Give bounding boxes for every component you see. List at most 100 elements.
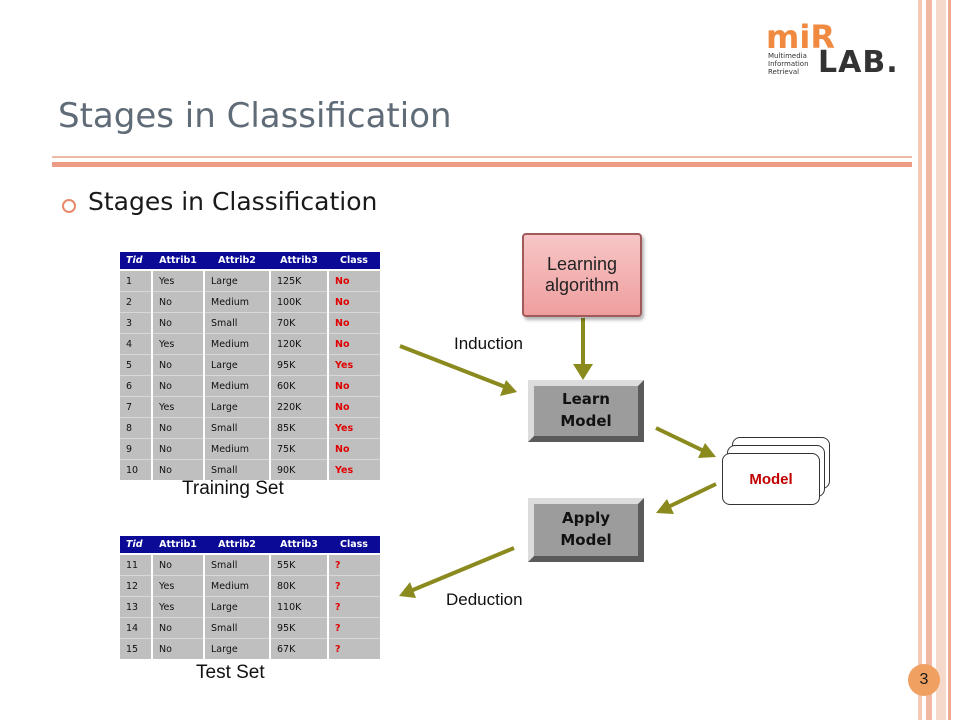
- table-cell: ?: [328, 596, 380, 618]
- side-stripe: [926, 0, 932, 720]
- table-cell: Yes: [335, 464, 354, 476]
- test-set-caption: Test Set: [196, 662, 265, 683]
- column-header-class: Class: [328, 252, 380, 271]
- table-cell: 15: [120, 638, 153, 659]
- arrowhead: [399, 582, 416, 598]
- table-cell: 12: [120, 575, 153, 597]
- table-cell: Large: [204, 638, 271, 659]
- column-header-attrib2: Attrib2: [204, 252, 270, 271]
- learn-model-box: Learn Model: [528, 380, 644, 442]
- table-cell: 220K: [270, 396, 329, 418]
- table-cell: Medium: [204, 438, 271, 460]
- table-cell: No: [152, 354, 205, 376]
- column-header-tid: Tid: [120, 536, 152, 555]
- table-cell: Small: [204, 417, 271, 439]
- table-cell: 60K: [270, 375, 329, 397]
- table-cell: No: [152, 291, 205, 313]
- table-cell: Medium: [204, 575, 271, 597]
- table-cell: Yes: [152, 575, 205, 597]
- table-cell: 120K: [270, 333, 329, 355]
- table-cell: No: [152, 375, 205, 397]
- arrowhead: [573, 364, 593, 380]
- table-cell: No: [328, 333, 380, 355]
- logo-lab: LAB.: [818, 45, 899, 76]
- table-cell: 10: [120, 459, 153, 480]
- apply-model-box: Apply Model: [528, 498, 644, 562]
- table-cell: No: [152, 438, 205, 460]
- table-cell: Yes: [152, 270, 205, 292]
- slide-title: Stages in Classification: [58, 96, 452, 136]
- table-cell: 95K: [270, 617, 329, 639]
- bullet-text: Stages in Classification: [88, 187, 378, 216]
- table-cell: 80K: [270, 575, 329, 597]
- table-cell: Small: [204, 312, 271, 334]
- table-cell: 9: [120, 438, 153, 460]
- table-cell: 75K: [270, 438, 329, 460]
- induction-label: Induction: [454, 334, 523, 353]
- table-cell: 5: [120, 354, 153, 376]
- table-cell: Large: [204, 396, 271, 418]
- arrowhead: [656, 499, 674, 514]
- table-cell: No: [152, 554, 205, 576]
- table-cell: 14: [120, 617, 153, 639]
- table-cell: Large: [204, 354, 271, 376]
- title-divider: [52, 156, 912, 158]
- table-cell: No: [328, 375, 380, 397]
- arrow-training-to-learn: [399, 344, 509, 390]
- table-cell: No: [152, 312, 205, 334]
- learning-algorithm-label: Learning algorithm: [544, 254, 620, 295]
- table-cell: 3: [120, 312, 153, 334]
- arrow-apply-to-test: [407, 546, 515, 594]
- table-cell: ?: [328, 617, 380, 639]
- table-cell: Yes: [152, 396, 205, 418]
- table-cell: Yes: [328, 354, 380, 376]
- table-cell: ?: [335, 643, 341, 655]
- table-cell: No: [328, 438, 380, 460]
- table-cell: 4: [120, 333, 153, 355]
- table-cell: No: [152, 459, 205, 480]
- model-box: Model: [722, 453, 820, 505]
- logo-line-1: Multimedia: [768, 52, 807, 60]
- table-cell: Medium: [204, 291, 271, 313]
- table-cell: No: [328, 312, 380, 334]
- learning-algorithm-box: Learning algorithm: [522, 233, 642, 317]
- table-cell: 85K: [270, 417, 329, 439]
- table-cell: Yes: [152, 333, 205, 355]
- logo-line-2: Information: [768, 60, 809, 68]
- bullet-icon: [62, 199, 76, 213]
- logo-line-3: Retrieval: [768, 68, 799, 76]
- side-stripe: [936, 0, 946, 720]
- logo-mark: miR: [766, 18, 835, 56]
- column-header-class: Class: [328, 536, 380, 555]
- table-cell: 90K: [270, 459, 329, 480]
- column-header-attrib1: Attrib1: [152, 536, 204, 555]
- deduction-label: Deduction: [446, 590, 523, 609]
- table-cell: 55K: [270, 554, 329, 576]
- table-cell: ?: [328, 554, 380, 576]
- table-cell: Large: [204, 596, 271, 618]
- table-cell: 125K: [270, 270, 329, 292]
- page-number: 3: [908, 664, 940, 696]
- table-cell: ?: [328, 575, 380, 597]
- table-cell: 95K: [270, 354, 329, 376]
- table-cell: 13: [120, 596, 153, 618]
- arrowhead: [698, 443, 716, 458]
- column-header-attrib3: Attrib3: [270, 536, 328, 555]
- table-cell: No: [328, 291, 380, 313]
- arrow-learn-to-model: [655, 426, 707, 454]
- table-cell: Yes: [152, 596, 205, 618]
- arrowhead: [500, 380, 517, 396]
- table-cell: 70K: [270, 312, 329, 334]
- table-cell: Small: [204, 617, 271, 639]
